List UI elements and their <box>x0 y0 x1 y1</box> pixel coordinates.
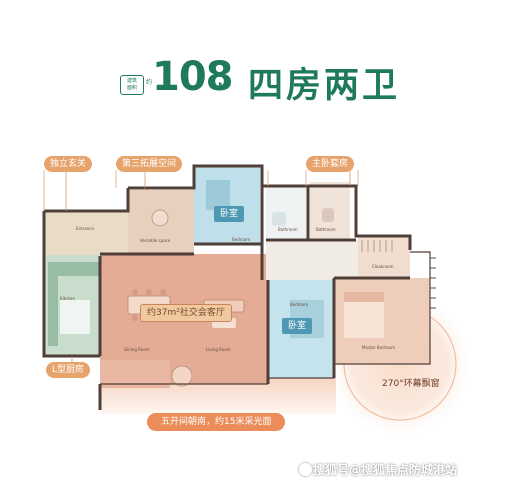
area-badge-suffix: 约 <box>146 79 153 86</box>
callout-entrance: 独立玄关 <box>44 156 93 172</box>
cloakroom-floor <box>358 236 410 278</box>
bathroom-a-floor <box>266 186 306 240</box>
room-label-master: Master Bedroom <box>362 345 396 350</box>
callout-kitchen: L型厨房 <box>46 362 91 378</box>
room-label-bedroom-a: Bedroom <box>232 237 251 242</box>
callout-window: 270°环幕飘窗 <box>382 379 440 389</box>
room-label-entrance: Entrance <box>76 226 94 231</box>
layout-title: 四房两卫 <box>248 66 401 106</box>
callout-bedroom-mid: 卧室 <box>282 318 313 334</box>
entrance-floor <box>44 211 128 255</box>
room-label-kitchen: Kitchen <box>60 296 76 301</box>
area-number: 108 <box>152 54 233 100</box>
area-badge: 建筑 面积 <box>120 75 144 95</box>
area-unit: M² <box>218 82 231 92</box>
callout-living: 约37m²社交会客厅 <box>140 304 232 322</box>
callout-third-space: 第三拓展空间 <box>116 156 183 172</box>
watermark: 搜狐号@搜狐焦点防城港站 <box>313 463 458 477</box>
watermark-logo-icon <box>299 463 312 476</box>
callout-bottom-note: 五开间朝南，约15米采光面 <box>147 413 286 431</box>
room-label-versatile: Versatile space <box>140 238 171 243</box>
room-label-bathroom-a: Bathroom <box>278 227 298 232</box>
room-label-living: Living Room <box>206 347 231 352</box>
room-label-bedroom-b: Bedroom <box>290 302 309 307</box>
room-label-bathroom-b: Bathroom <box>316 227 336 232</box>
callout-bedroom-top: 卧室 <box>214 206 245 222</box>
room-label-dining: Dining Room <box>124 347 150 352</box>
callout-master-suite: 主卧套房 <box>306 156 355 172</box>
room-label-cloakroom: Cloakroom <box>372 264 394 269</box>
